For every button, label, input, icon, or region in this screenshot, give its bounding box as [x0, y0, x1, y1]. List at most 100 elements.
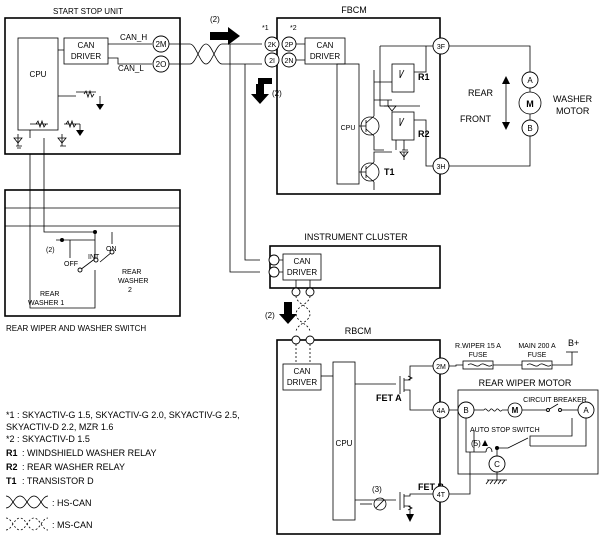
callout-5: (5) [471, 439, 481, 448]
pin-label: A [583, 406, 589, 415]
legend-hs-can: : HS-CAN [52, 498, 92, 508]
ic-can-driver-box [282, 253, 322, 281]
pin-label: 4T [437, 492, 446, 499]
pin-label: 2N [285, 58, 294, 65]
ground-icon [13, 137, 23, 144]
arrow-right-icon [210, 27, 240, 45]
start-stop-unit-box [4, 17, 181, 155]
washer-motor-label: WASHER [553, 94, 593, 104]
rbcm-can-label: CAN [294, 367, 311, 376]
pin-label: 3F [437, 44, 445, 51]
pin-note: *2 [290, 25, 297, 32]
note-1-cont: SKYACTIV-D 2.2, MZR 1.6 [6, 422, 113, 432]
auto-stop-label: AUTO STOP SWITCH [470, 427, 540, 434]
arrow-up-icon [502, 76, 510, 84]
rbcm-cpu-label: CPU [336, 439, 353, 448]
rear-wiper-motor: REAR WIPER MOTOR B A C M CIRCUIT BREAKER… [449, 378, 599, 495]
diode-icon [76, 130, 84, 136]
pin-label: 2M [436, 364, 446, 371]
t1-label: T1 [384, 167, 395, 177]
washer-rear-label: REAR [468, 88, 494, 98]
switch-int-label: INT [88, 254, 100, 261]
instrument-cluster-title: INSTRUMENT CLUSTER [304, 232, 408, 242]
hs-can-legend-icon [5, 495, 49, 509]
motor-m-label: M [526, 99, 534, 109]
fbcm: FBCM *1 *2 2K 2P 2I 2N CAN DRIVER CPU T1… [262, 5, 450, 195]
legend-text-r1: : WINDSHIELD WASHER RELAY [22, 448, 157, 458]
washer2-label: 2 [128, 287, 132, 294]
fuse-icon [462, 360, 494, 370]
note-1: *1 : SKYACTIV-G 1.5, SKYACTIV-G 2.0, SKY… [6, 410, 240, 420]
pin-label: A [527, 76, 533, 85]
pin-label: 2K [268, 42, 277, 49]
pin-2k [264, 36, 280, 52]
arrow-down-icon [502, 122, 510, 130]
r2-label: R2 [418, 129, 430, 139]
switch-off-label: OFF [64, 261, 78, 268]
pin-2i [264, 52, 280, 68]
rear-switch-box [4, 189, 181, 317]
pin-label: B [463, 406, 468, 415]
fbcm-cpu-label: CPU [341, 125, 356, 132]
rbcm-cpu-box [332, 361, 356, 521]
fuse-2-name: MAIN 200 A [518, 343, 556, 350]
ground-icon [387, 105, 397, 112]
fbcm-title: FBCM [341, 5, 367, 15]
pin-label: C [494, 460, 500, 469]
fbcm-can-driver-box [304, 37, 346, 65]
pin-label: 2I [269, 58, 275, 65]
fuse-1-name: R.WIPER 15 A [455, 343, 501, 350]
ground-icon [16, 134, 22, 149]
pin-label: 2M [155, 40, 166, 49]
arrow-down-icon [279, 302, 297, 324]
legend-ms-can: : MS-CAN [52, 520, 93, 530]
legend-key-r2: R2 [6, 462, 18, 472]
ic-pin [268, 266, 280, 278]
can-l-label: CAN_L [118, 64, 144, 73]
ground-icon [57, 137, 67, 144]
washer-motor: A B M REAR FRONT WASHER MOTOR [449, 45, 593, 167]
fbcm-cpu-box [336, 63, 360, 185]
fuse-icon [521, 360, 553, 370]
fuse-1-type: FUSE [469, 352, 488, 359]
instrument-cluster-box [269, 245, 441, 289]
ms-can-bus [295, 295, 311, 333]
washer1-label: WASHER 1 [28, 300, 64, 307]
rbcm-pin [291, 335, 301, 345]
circuit-breaker-label: CIRCUIT BREAKER [523, 397, 587, 404]
rbcm: RBCM CAN DRIVER CPU FET A FET B (3) 2M 4… [276, 326, 450, 535]
relay-r1 [391, 63, 415, 93]
ms-can-legend-icon [5, 517, 49, 531]
switch-arrow-icon [482, 440, 488, 446]
rbcm-pin [305, 335, 315, 345]
wiper-m-label: M [512, 406, 519, 415]
callout-2b: (2) [272, 89, 282, 98]
start-stop-unit: START STOP UNIT CPU CAN DRIVER CAN_H CAN… [4, 7, 181, 155]
ic-pin [305, 287, 315, 297]
fbcm-driver-label: DRIVER [310, 52, 340, 61]
start-stop-can-driver-box [63, 37, 109, 65]
legend-text-r2: : REAR WASHER RELAY [22, 462, 125, 472]
callout-2d: (2) [265, 311, 275, 320]
switch-on-label: ON [106, 246, 117, 253]
washer-motor-symbol [518, 91, 542, 115]
r1-label: R1 [418, 72, 430, 82]
ground-icon [60, 134, 66, 147]
start-stop-driver-label: DRIVER [71, 52, 101, 61]
rear-switch: (2) OFF INT ON REAR WASHER 1 REAR WASHER… [4, 138, 181, 333]
rbcm-title: RBCM [345, 326, 372, 336]
fet-b-label: FET B [418, 482, 444, 492]
start-stop-unit-title: START STOP UNIT [53, 7, 123, 16]
pin-label: 2O [156, 60, 167, 69]
relay-r2 [391, 111, 415, 141]
legend-key-r1: R1 [6, 448, 18, 458]
instrument-cluster: INSTRUMENT CLUSTER CAN DRIVER [268, 232, 441, 297]
legend-key-t1: T1 [6, 476, 17, 486]
rbcm-box [276, 339, 441, 535]
can-h-label: CAN_H [120, 33, 147, 42]
pin-label: 4A [437, 408, 446, 415]
rear-wiper-motor-box [457, 389, 599, 475]
prohibit-icon [373, 497, 387, 511]
